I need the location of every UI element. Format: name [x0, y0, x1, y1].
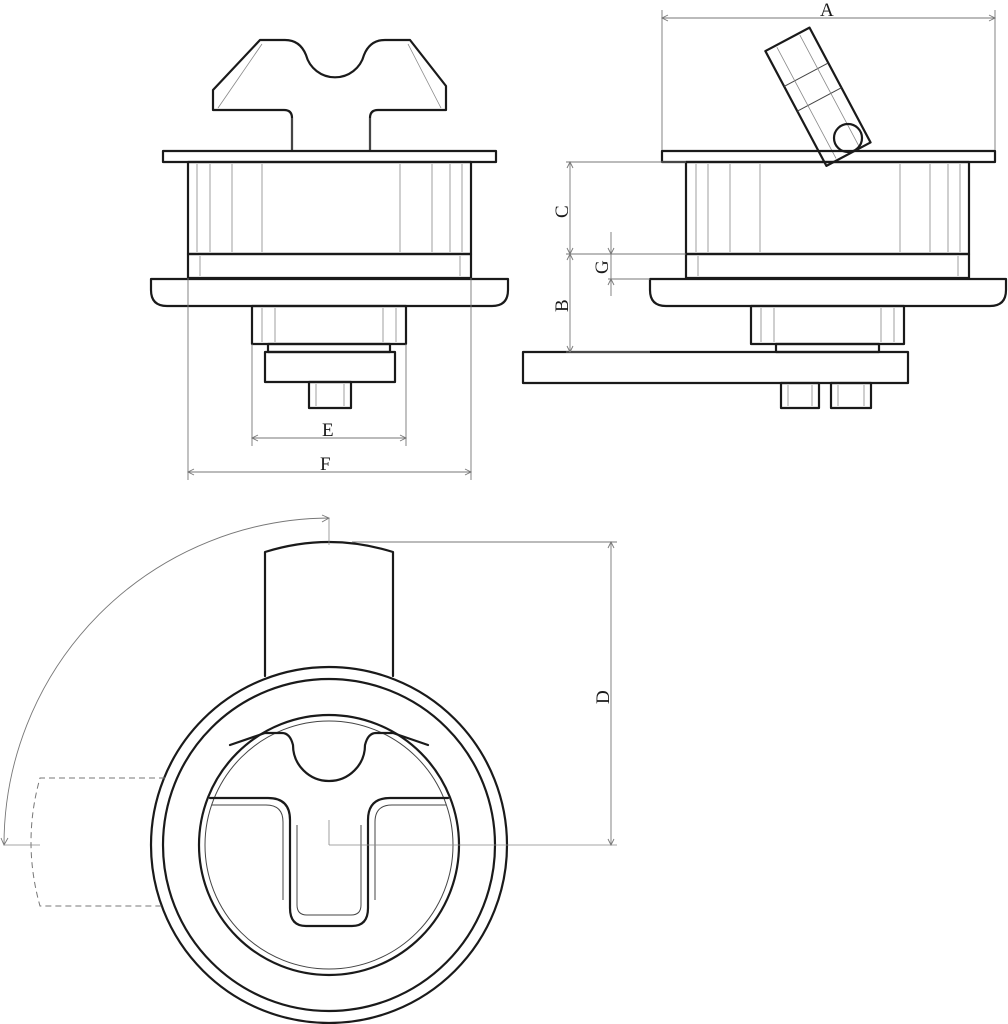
label-b: B	[552, 299, 573, 312]
label-g: G	[592, 260, 613, 274]
handle-pin	[832, 122, 864, 154]
handle-top-view	[263, 540, 395, 678]
t-handle	[211, 38, 448, 152]
barrel	[186, 160, 473, 256]
label-e: E	[322, 420, 334, 441]
cam-plate	[263, 350, 397, 384]
folded-handle	[208, 796, 450, 928]
front-view: E F	[149, 38, 510, 480]
label-c: C	[552, 205, 573, 218]
bottom-flange	[149, 277, 510, 308]
label-f: F	[320, 454, 331, 475]
top-view: D	[0, 514, 617, 1024]
top-flange	[161, 149, 498, 164]
cam-bar	[521, 350, 910, 385]
rotated-handle-ghost	[30, 777, 165, 907]
label-d: D	[593, 690, 614, 704]
side-view: A C B G	[521, 0, 1008, 410]
tilted-handle	[764, 26, 872, 167]
screw	[307, 380, 353, 410]
label-a: A	[820, 0, 834, 21]
